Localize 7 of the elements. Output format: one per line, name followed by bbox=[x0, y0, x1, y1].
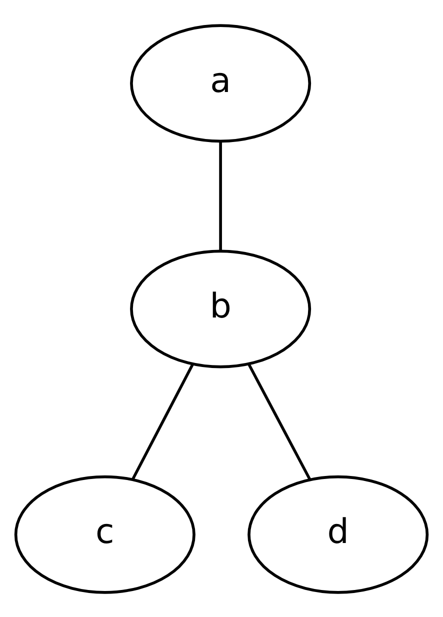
node-ellipse: a bbox=[130, 24, 312, 142]
node-ellipse: c bbox=[14, 474, 196, 594]
node-ellipse: d bbox=[248, 474, 429, 594]
connector bbox=[247, 362, 312, 480]
connector bbox=[132, 362, 194, 480]
node-ellipse: b bbox=[130, 249, 312, 368]
connector bbox=[219, 140, 222, 251]
